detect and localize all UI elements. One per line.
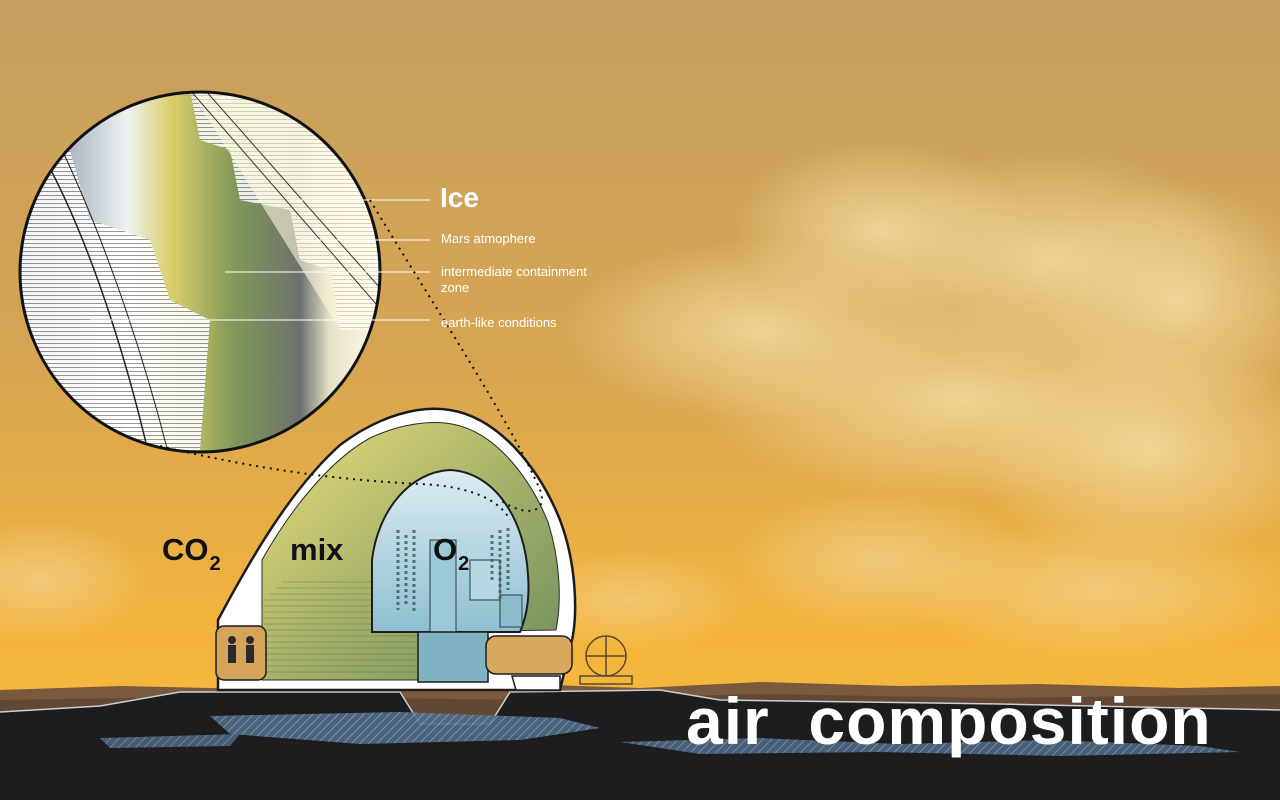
ice-layer-right	[620, 738, 1240, 756]
co2-label: CO2	[162, 532, 221, 575]
rover	[579, 635, 633, 685]
leader-lines	[90, 199, 430, 321]
habitat-section	[215, 407, 633, 692]
astronaut-figures	[228, 636, 254, 663]
earth-like-label: earth-like conditions	[441, 315, 557, 330]
mix-label: mix	[290, 532, 344, 567]
zoom-callout-dots	[159, 199, 543, 521]
ice-layer-left	[210, 712, 600, 744]
intermediate-zone-label: intermediate containment zone	[441, 264, 587, 295]
co2-subscript: 2	[209, 553, 221, 575]
ice-label: Ice	[440, 182, 479, 213]
airlock	[215, 625, 267, 681]
mars-atmosphere-label: Mars atmophere	[441, 231, 536, 246]
base-module	[417, 631, 489, 683]
page-title: air composition	[686, 684, 1212, 758]
o2-label: O2	[433, 532, 470, 575]
o2-subscript: 2	[458, 553, 470, 575]
cloud-bank	[0, 140, 1280, 660]
